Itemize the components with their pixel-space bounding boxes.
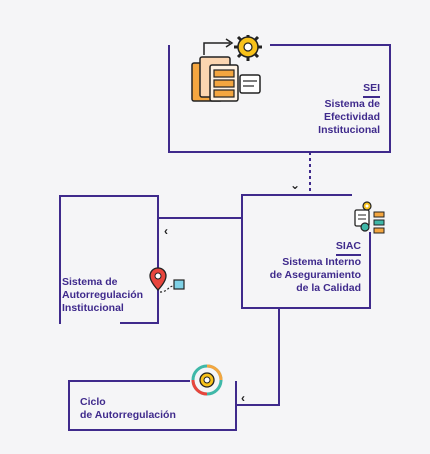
sai-line2: Autorregulación bbox=[62, 289, 144, 301]
sai-label: Sistema de Autorregulación Institucional bbox=[62, 276, 172, 315]
chevron-left-icon: ‹ bbox=[164, 224, 168, 238]
sei-line3: Institucional bbox=[318, 124, 380, 136]
sai-line1: Sistema de bbox=[62, 276, 118, 288]
siac-line3: de la Calidad bbox=[296, 282, 361, 294]
sei-label: SEI Sistema de Efectividad Institucional bbox=[270, 82, 380, 137]
siac-line1: Sistema Interno bbox=[282, 256, 361, 268]
cycle-gear-icon bbox=[191, 364, 223, 396]
sei-line1: Sistema de bbox=[324, 98, 380, 110]
sei-acronym: SEI bbox=[363, 82, 380, 98]
ciclo-label: Ciclo de Autorregulación bbox=[80, 396, 230, 422]
siac-box bbox=[241, 195, 370, 309]
ciclo-box bbox=[68, 381, 237, 431]
ciclo-line1: Ciclo bbox=[80, 396, 106, 408]
sei-box bbox=[168, 45, 390, 153]
server-gear-icon bbox=[191, 35, 262, 102]
siac-line2: de Aseguramiento bbox=[269, 269, 361, 281]
connector-siac-ciclo bbox=[237, 308, 280, 406]
flowchart-gear-icon bbox=[354, 201, 385, 234]
chevron-left-icon: ‹ bbox=[241, 391, 245, 405]
siac-label: SIAC Sistema Interno de Aseguramiento de… bbox=[245, 240, 361, 295]
sai-box bbox=[59, 195, 159, 324]
chevron-down-icon: ⌄ bbox=[290, 178, 301, 192]
ciclo-line2: de Autorregulación bbox=[80, 409, 176, 421]
siac-acronym: SIAC bbox=[335, 240, 361, 256]
map-pin-route-icon bbox=[149, 267, 185, 293]
sai-line3: Institucional bbox=[62, 302, 124, 314]
sei-line2: Efectividad bbox=[323, 111, 380, 123]
